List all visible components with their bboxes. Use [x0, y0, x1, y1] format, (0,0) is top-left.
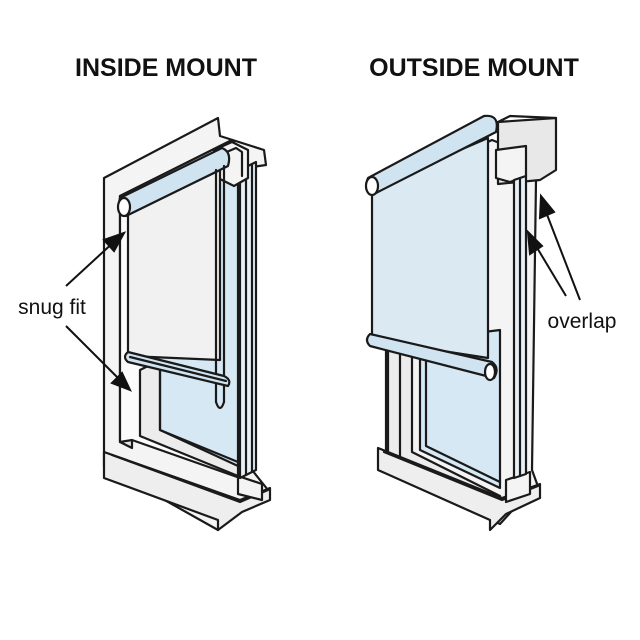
outside-roller-end-cap: [366, 177, 378, 195]
outside-mount-title: OUTSIDE MOUNT: [369, 54, 579, 82]
inside-mount-illustration: [104, 118, 270, 530]
snug-fit-label: snug fit: [18, 296, 86, 319]
inside-side-rail: [240, 162, 256, 478]
overlap-label: overlap: [548, 310, 617, 333]
overlap-arrowhead-upper: [540, 196, 554, 218]
inside-roller-end-cap: [118, 198, 130, 216]
inside-mount-title: INSIDE MOUNT: [75, 54, 257, 82]
outside-bottom-bar-cap: [485, 364, 495, 380]
overlap-arrow-upper: [546, 212, 580, 300]
outside-mount-illustration: [366, 116, 556, 530]
